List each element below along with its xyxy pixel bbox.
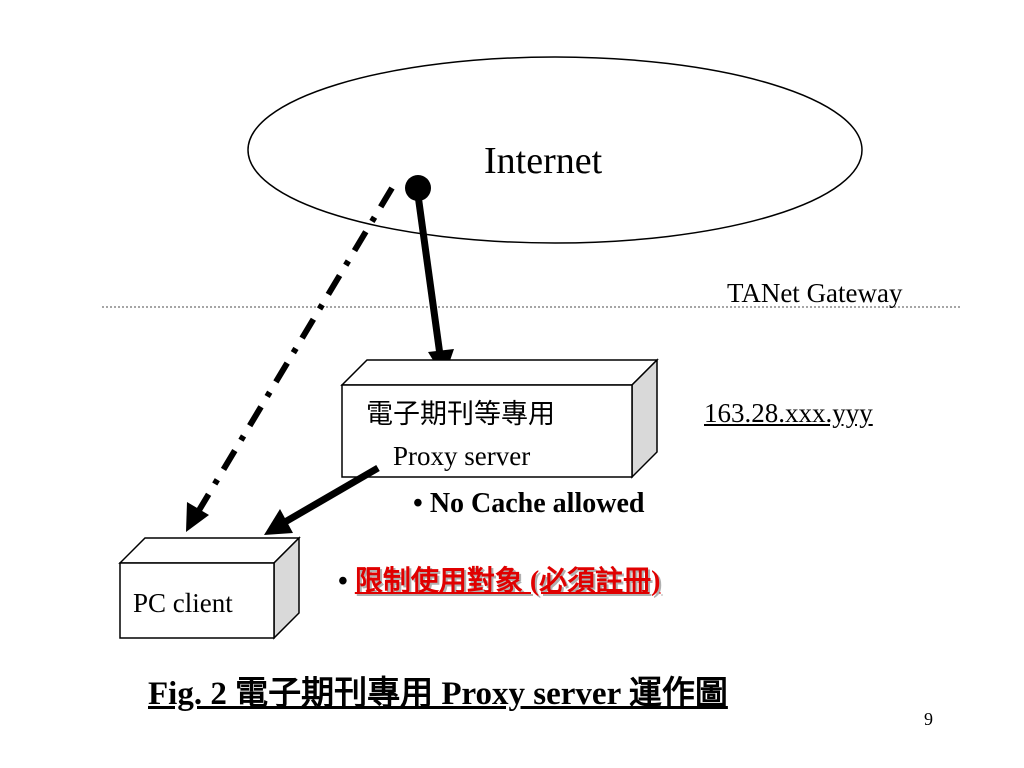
proxy-server-subtitle: Proxy server xyxy=(393,441,531,471)
pc-client-label: PC client xyxy=(133,588,233,618)
internet-ellipse xyxy=(247,56,863,244)
bullet-no-cache: • No Cache allowed xyxy=(413,490,644,518)
proxy-server-title: 電子期刊等專用 xyxy=(366,399,555,429)
pc-client-box xyxy=(118,536,301,640)
proxy-to-pc-arrowhead xyxy=(264,509,293,535)
page-number: 9 xyxy=(924,709,933,729)
proxy-to-pc-arrow xyxy=(283,464,380,526)
bullet-restriction: • 限制使用對象 (必須註冊) xyxy=(338,568,660,596)
ip-address-label: 163.28.xxx.yyy xyxy=(704,398,873,428)
figure-caption: Fig. 2 電子期刊專用 Proxy server 運作圖 xyxy=(148,676,728,712)
bullet-marker: • xyxy=(338,566,348,597)
internet-to-proxy-arrow xyxy=(414,194,444,356)
direct-route-dashdot-arrow xyxy=(195,186,395,514)
gateway-label: TANet Gateway xyxy=(727,278,903,308)
internet-node-dot xyxy=(405,175,431,201)
bullet-text: No Cache allowed xyxy=(429,488,645,519)
bullet-text: 限制使用對象 (必須註冊) xyxy=(354,566,661,597)
proxy-server-box xyxy=(340,358,659,479)
internet-label: Internet xyxy=(484,140,603,182)
bullet-marker: • xyxy=(413,488,423,519)
direct-route-arrowhead xyxy=(186,502,209,532)
